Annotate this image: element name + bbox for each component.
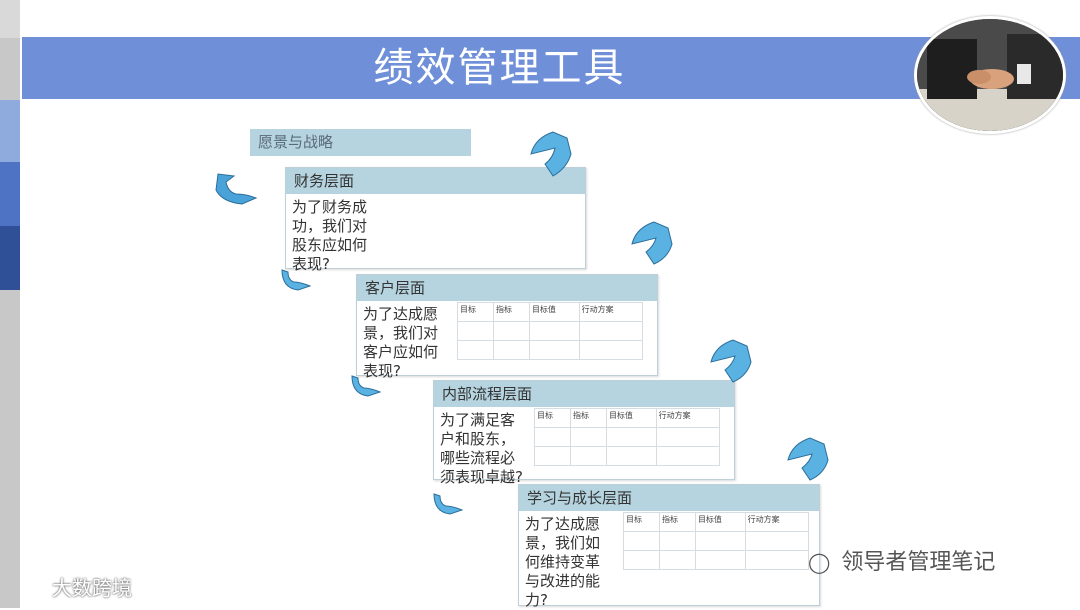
watermark-left-text: 大数跨境 <box>52 576 132 600</box>
watermark-left: 大数跨境 <box>8 572 132 601</box>
customer-card: 客户层面 为了达成愿景，我们对客户应如何表现? 目标 指标 目标值 行动方案 <box>356 274 658 380</box>
grid-header-cell: 目标 <box>457 302 494 322</box>
grid-header-cell: 目标 <box>534 408 571 428</box>
grid-header-cell: 指标 <box>492 302 530 322</box>
watermark-right-text: 领导者管理笔记 <box>841 550 996 575</box>
financial-card: 财务层面 为了财务成功，我们对股东应如何表现? <box>285 167 586 273</box>
strip-block <box>0 226 20 290</box>
customer-heading: 客户层面 <box>357 275 657 301</box>
learning-growth-question: 为了达成愿景，我们如何维持变革与改进的能力? <box>525 515 601 609</box>
strip-block <box>0 100 20 162</box>
left-strip <box>0 0 20 608</box>
vision-strategy-text: 愿景与战略 <box>258 133 334 151</box>
internal-process-heading: 内部流程层面 <box>434 381 734 407</box>
curved-arrow-icon <box>710 339 752 383</box>
curved-arrow-icon <box>281 269 312 291</box>
curved-arrow-icon <box>631 221 673 265</box>
strip-block <box>0 0 20 38</box>
grid-header-cell: 指标 <box>658 512 696 532</box>
wechat-icon: ◯ <box>808 550 831 574</box>
curved-arrow-icon <box>530 131 572 177</box>
curved-arrow-icon <box>215 173 258 205</box>
vision-strategy-label: 愿景与战略 <box>250 129 471 156</box>
customer-grid: 目标 指标 目标值 行动方案 <box>457 302 644 360</box>
learning-growth-grid: 目标 指标 目标值 行动方案 <box>623 512 810 570</box>
financial-question: 为了财务成功，我们对股东应如何表现? <box>292 198 368 273</box>
curved-arrow-icon <box>433 493 464 515</box>
grid-header-cell: 指标 <box>569 408 607 428</box>
header-bar: 绩效管理工具 <box>22 37 1080 99</box>
learning-growth-card: 学习与成长层面 为了达成愿景，我们如何维持变革与改进的能力? 目标 指标 目标值… <box>518 484 820 609</box>
grid-header-cell: 行动方案 <box>655 408 721 428</box>
internal-process-grid: 目标 指标 目标值 行动方案 <box>534 408 721 466</box>
watermark-right: ◯ 领导者管理笔记 <box>808 544 995 576</box>
learning-growth-heading: 学习与成长层面 <box>519 485 819 511</box>
grid-header-cell: 目标值 <box>528 302 580 322</box>
handshake-photo <box>914 16 1066 134</box>
curved-arrow-icon <box>787 437 829 481</box>
financial-heading: 财务层面 <box>286 168 585 194</box>
internal-process-card: 内部流程层面 为了满足客户和股东，哪些流程必须表现卓越? 目标 指标 目标值 行… <box>433 380 735 486</box>
page-title: 绩效管理工具 <box>373 45 626 91</box>
strip-block <box>0 162 20 226</box>
customer-question: 为了达成愿景，我们对客户应如何表现? <box>363 305 439 380</box>
grid-header-cell: 目标值 <box>694 512 746 532</box>
grid-header-cell: 行动方案 <box>744 512 810 532</box>
grid-header-cell: 行动方案 <box>578 302 644 322</box>
grid-header-cell: 目标值 <box>605 408 657 428</box>
grid-header-cell: 目标 <box>623 512 660 532</box>
internal-process-question: 为了满足客户和股东，哪些流程必须表现卓越? <box>440 411 523 486</box>
curved-arrow-icon <box>351 375 382 397</box>
